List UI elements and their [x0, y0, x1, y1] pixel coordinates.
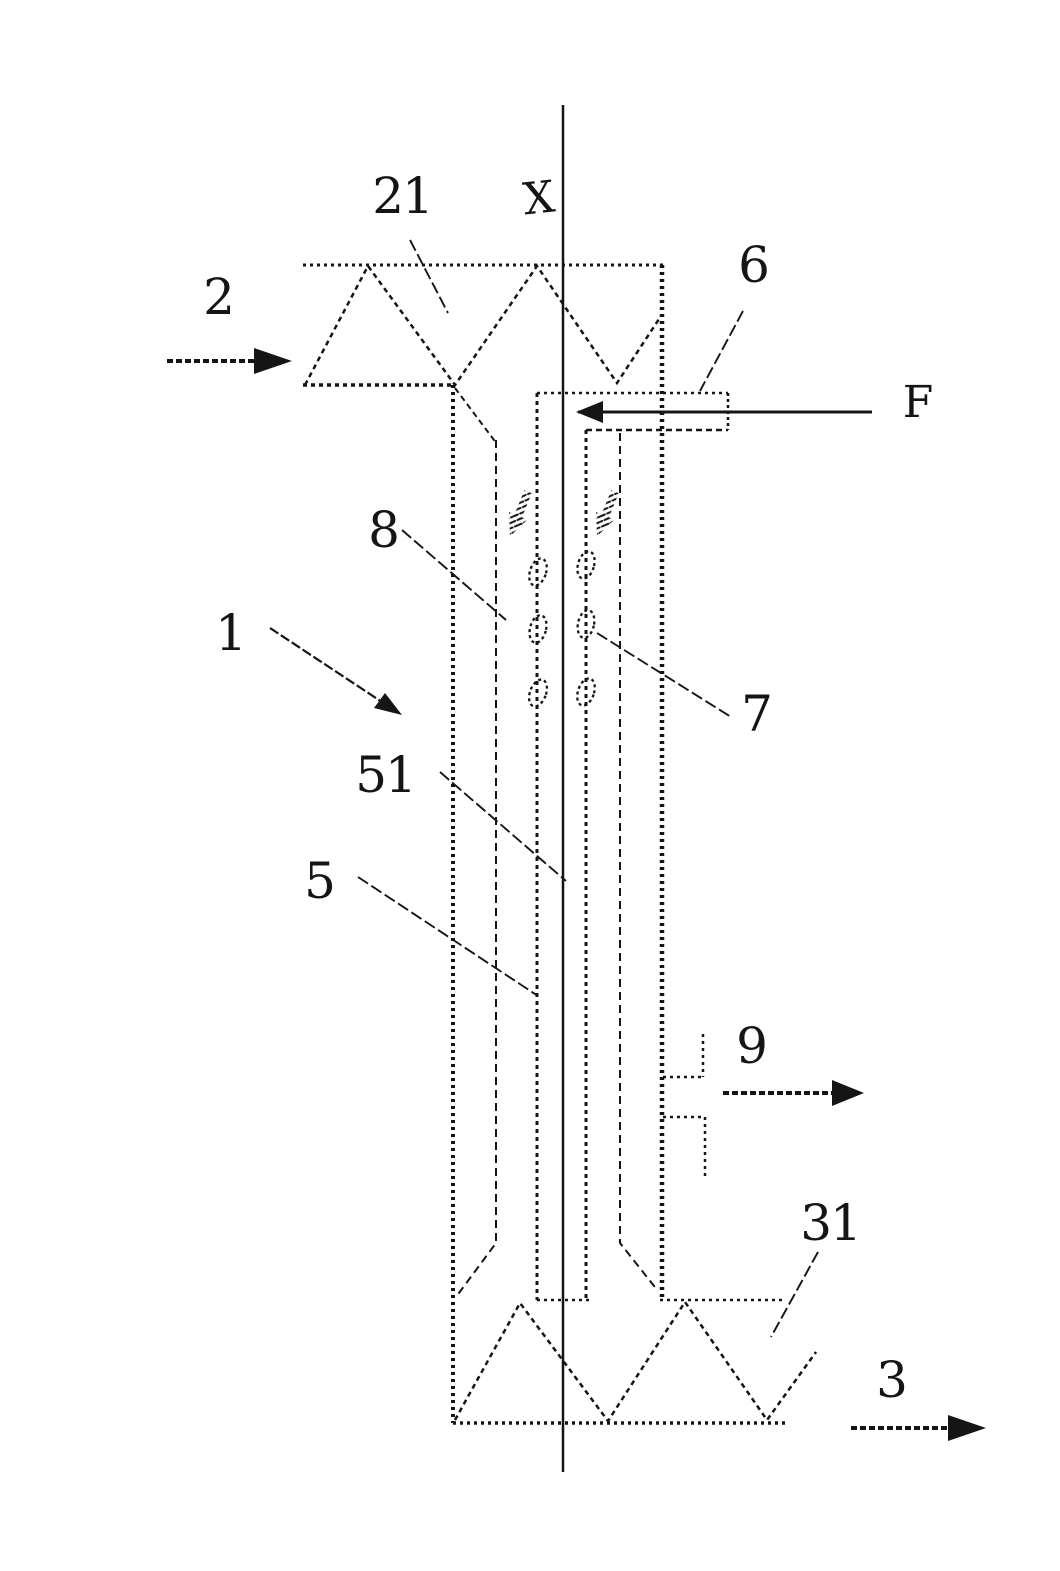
stream-label-f: F: [902, 377, 933, 428]
ref-label-1: 1: [215, 604, 247, 662]
ref-label-3: 3: [876, 1351, 908, 1409]
orifice: [576, 609, 596, 639]
axis-label-x: X: [520, 171, 556, 226]
orifice: [528, 614, 548, 644]
arrowhead-icon: [948, 1415, 986, 1441]
arrowhead-icon: [254, 348, 292, 374]
leader-31: [770, 1251, 819, 1338]
orifice: [576, 550, 596, 580]
leader-51: [439, 771, 567, 882]
central-tube: [535, 393, 592, 1302]
annulus-flow-arrows: [508, 490, 619, 537]
orifice: [576, 677, 596, 707]
ref-label-9: 9: [736, 1017, 768, 1075]
inlet-arrow-2: [167, 348, 292, 374]
ref-label-6: 6: [738, 236, 770, 294]
tube-orifices: [527, 550, 596, 708]
annulus-top-transition: [454, 387, 498, 445]
feed-arrowhead-icon: [576, 401, 603, 423]
orifice: [527, 678, 549, 708]
downflow-arrow-icon: [595, 490, 619, 537]
ref-label-21: 21: [372, 167, 434, 225]
leader-21: [409, 239, 449, 314]
leader-5: [357, 876, 539, 997]
arrowhead-icon: [374, 693, 402, 715]
downflow-arrow-icon: [508, 490, 532, 537]
ref-label-2: 2: [203, 268, 235, 326]
orifice: [528, 557, 548, 587]
ref-label-31: 31: [800, 1194, 862, 1252]
leader-8: [401, 529, 507, 621]
outlet-arrow-3: [851, 1415, 986, 1441]
vessel-walls: [451, 265, 665, 1423]
ref-label-8: 8: [368, 501, 400, 559]
inner-annulus-wall-right: [619, 433, 659, 1292]
outlet-arrow-9: [723, 1080, 864, 1106]
ref-label-7: 7: [741, 685, 773, 743]
ref-label-51: 51: [355, 746, 417, 804]
feed-pipe: [537, 391, 872, 432]
inner-annulus-wall-left: [455, 440, 497, 1298]
bottom-distributor: [453, 1298, 818, 1425]
leader-6: [699, 310, 744, 392]
reference-arrow-1: [269, 627, 402, 715]
arrowhead-icon: [832, 1080, 864, 1106]
top-distributor: [303, 263, 664, 388]
ref-label-5: 5: [304, 852, 336, 910]
side-outlet-nozzle: [663, 1034, 707, 1178]
leader-7: [596, 632, 732, 718]
stream-arrows: [167, 348, 986, 1441]
top-band-chevrons: [303, 263, 663, 388]
leader-lines: [357, 239, 819, 1338]
bottom-band-chevrons: [453, 1299, 818, 1424]
